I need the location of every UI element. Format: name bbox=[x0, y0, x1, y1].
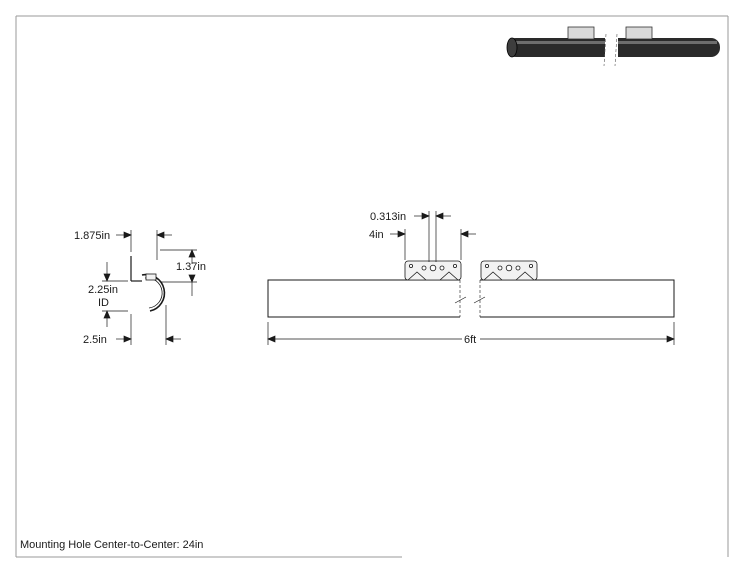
side-view-dimension-lines bbox=[267, 211, 675, 345]
cross-section-view bbox=[130, 256, 166, 312]
dim-outer-width: 2.5in bbox=[83, 334, 107, 346]
dim-hole-spacing: 0.313in bbox=[370, 211, 406, 223]
side-view bbox=[267, 276, 675, 321]
cross-section-dimension-lines bbox=[102, 230, 197, 345]
dim-overall-length: 6ft bbox=[464, 334, 476, 346]
dim-inner-diameter-suffix: ID bbox=[98, 297, 109, 309]
dim-flange-width: 1.875in bbox=[74, 230, 110, 242]
dim-inner-diameter: 2.25in bbox=[88, 284, 118, 296]
dim-bracket-offset: 4in bbox=[369, 229, 384, 241]
mounting-hole-note: Mounting Hole Center-to-Center: 24in bbox=[20, 539, 204, 551]
sheet-border bbox=[15, 15, 729, 558]
bracket-left bbox=[404, 260, 462, 281]
iso-preview bbox=[506, 26, 720, 67]
bracket-right bbox=[480, 260, 538, 281]
dim-flange-height: 1.37in bbox=[176, 261, 206, 273]
